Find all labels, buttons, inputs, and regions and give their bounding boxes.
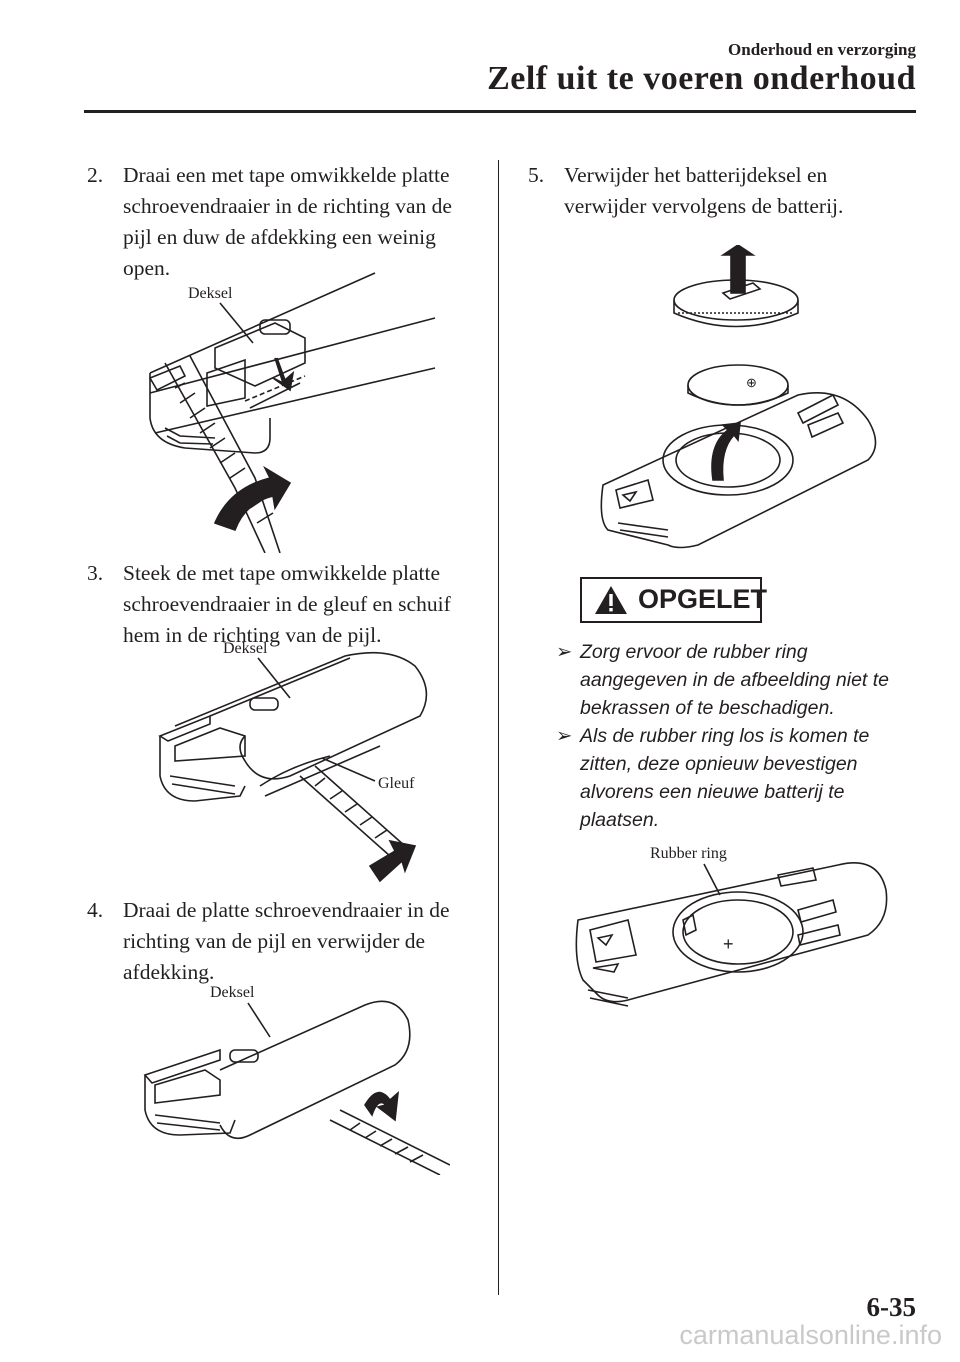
step-number: 4. <box>87 898 104 922</box>
figure-slide-screwdriver: Deksel Gleuf <box>150 636 440 886</box>
step-number: 2. <box>87 163 104 187</box>
step-3: 3. Steek de met tape omwikkelde platte s… <box>87 558 467 651</box>
figure-remove-cover: Deksel <box>140 975 450 1175</box>
caution-heading: OPGELET <box>638 584 768 614</box>
page-number: 6-35 <box>866 1292 917 1322</box>
step-text: Verwijder het batterijdeksel en verwijde… <box>564 163 844 218</box>
step-number: 3. <box>87 561 104 585</box>
chapter-title: Zelf uit te voeren onderhoud <box>487 60 916 97</box>
arrow-bullet-icon: ➢ <box>556 641 573 663</box>
caution-text: Als de rubber ring los is komen te zitte… <box>580 725 870 831</box>
svg-text:⊕: ⊕ <box>746 375 757 390</box>
caution-item: ➢ Als de rubber ring los is komen te zit… <box>556 722 906 834</box>
step-text: Steek de met tape omwikkelde platte schr… <box>123 561 451 647</box>
rubber-ring-label: Rubber ring <box>650 845 727 862</box>
watermark: carmanualsonline.info <box>679 1320 942 1350</box>
figure-open-cover: Deksel <box>145 268 445 553</box>
caution-heading-box: OPGELET <box>580 577 767 623</box>
caution-item: ➢ Zorg ervoor de rubber ring aangegeven … <box>556 638 906 722</box>
figure-rubber-ring: Rubber ring + <box>568 840 898 1025</box>
deksel-label: Deksel <box>188 285 233 302</box>
arrow-bullet-icon: ➢ <box>556 725 573 747</box>
warning-icon <box>595 586 627 614</box>
deksel-label: Deksel <box>210 984 255 1001</box>
caution-text: Zorg ervoor de rubber ring aangegeven in… <box>580 641 890 719</box>
svg-text:+: + <box>723 934 734 954</box>
header-rule <box>84 110 916 113</box>
column-divider <box>498 160 499 1295</box>
gleuf-label: Gleuf <box>378 775 415 792</box>
step-4: 4. Draai de platte schroevendraaier in d… <box>87 895 467 988</box>
step-2: 2. Draai een met tape omwikkelde platte … <box>87 160 467 284</box>
step-text: Draai een met tape omwikkelde platte sch… <box>123 163 452 280</box>
step-5: 5. Verwijder het batterijdeksel en verwi… <box>528 160 908 222</box>
step-number: 5. <box>528 163 545 187</box>
figure-remove-battery: ⊕ <box>598 245 883 550</box>
caution-list: ➢ Zorg ervoor de rubber ring aangegeven … <box>556 638 906 834</box>
step-text: Draai de platte schroevendraaier in de r… <box>123 898 450 984</box>
section-label: Onderhoud en verzorging <box>728 40 916 59</box>
deksel-label: Deksel <box>223 640 268 657</box>
